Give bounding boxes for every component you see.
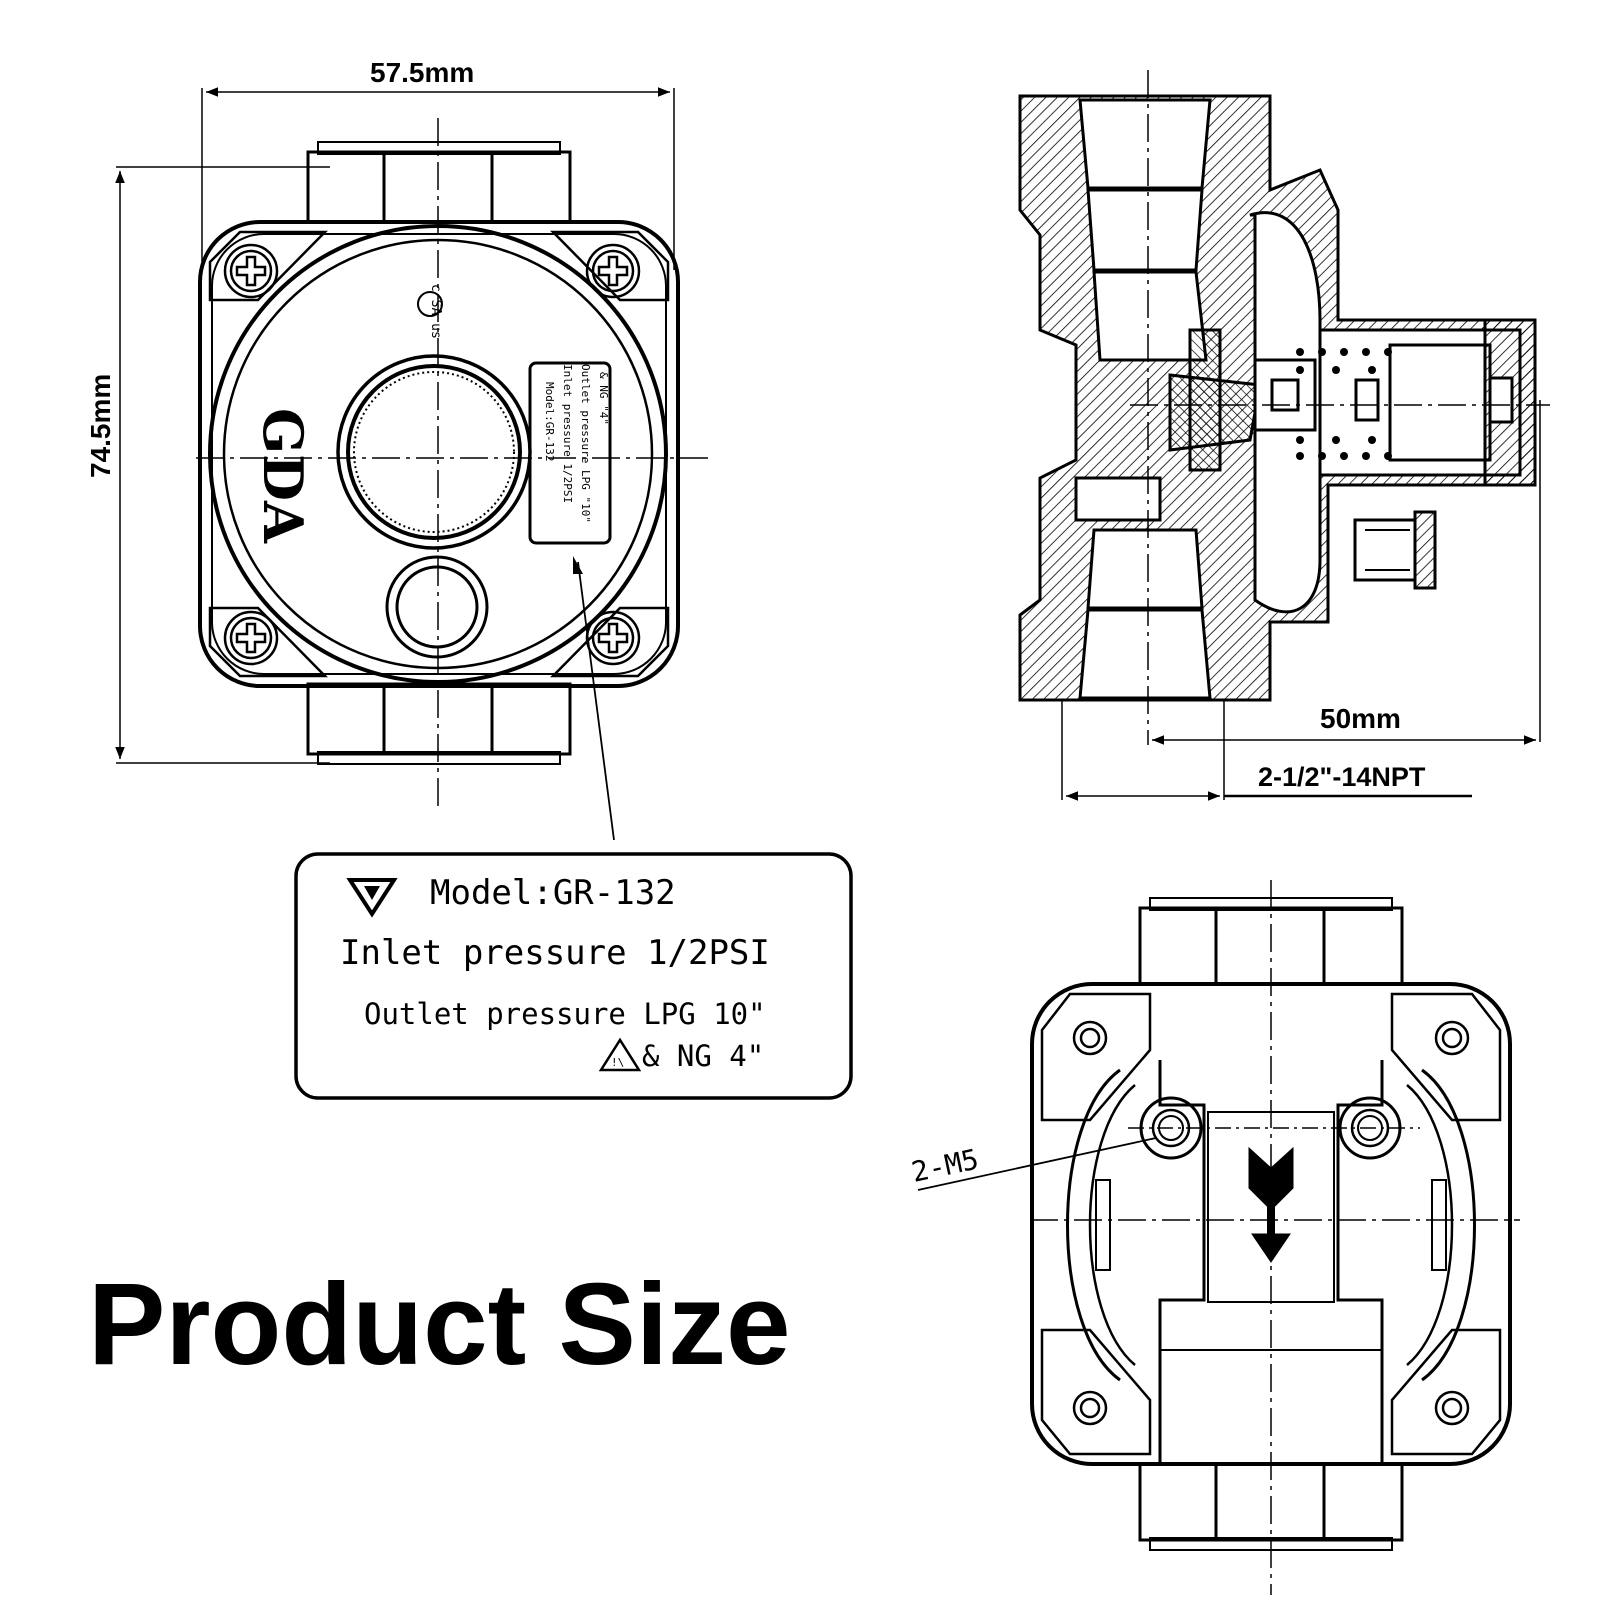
mount-holes-label: 2-M5 — [909, 1143, 982, 1189]
section-view — [1018, 70, 1550, 801]
inlet-text: Inlet pressure 1/2PSI — [340, 933, 770, 973]
svg-text:Model:GR-132: Model:GR-132 — [543, 382, 556, 461]
flow-arrow-icon — [1248, 1146, 1294, 1263]
depth-dimension: 50mm — [1320, 703, 1401, 734]
svg-text:Outlet pressure LPG "10": Outlet pressure LPG "10" — [579, 364, 592, 523]
model-text: Model:GR-132 — [430, 873, 676, 913]
front-view — [115, 87, 712, 841]
width-dimension: 57.5mm — [370, 57, 474, 88]
brand-triangle-icon — [346, 878, 398, 918]
warning-triangle-icon: !\ — [598, 1037, 642, 1072]
rear-view — [917, 880, 1520, 1595]
svg-text:& NG "4": & NG "4" — [597, 372, 610, 425]
nameplate-callout: Model:GR-132 Inlet pressure 1/2PSI Outle… — [294, 852, 853, 1100]
svg-text:!\: !\ — [611, 1056, 624, 1069]
brand-logo: GDA — [251, 408, 315, 544]
small-label: & NG "4" Outlet pressure LPG "10" Inlet … — [543, 364, 610, 523]
ng-text: & NG 4" — [642, 1039, 764, 1073]
screw-icon — [223, 610, 279, 666]
page-title: Product Size — [88, 1259, 791, 1389]
screw-icon — [585, 243, 641, 299]
outlet-text: Outlet pressure LPG 10" — [364, 997, 766, 1031]
certification-mark: c SA us — [417, 284, 443, 339]
svg-text:Inlet pressure 1/2PSI: Inlet pressure 1/2PSI — [561, 364, 574, 503]
screw-icon — [223, 243, 279, 299]
svg-text:c SA us: c SA us — [428, 284, 443, 339]
thread-dimension: 2-1/2"-14NPT — [1258, 762, 1426, 792]
height-dimension: 74.5mm — [85, 374, 116, 478]
screw-icon — [585, 610, 641, 666]
